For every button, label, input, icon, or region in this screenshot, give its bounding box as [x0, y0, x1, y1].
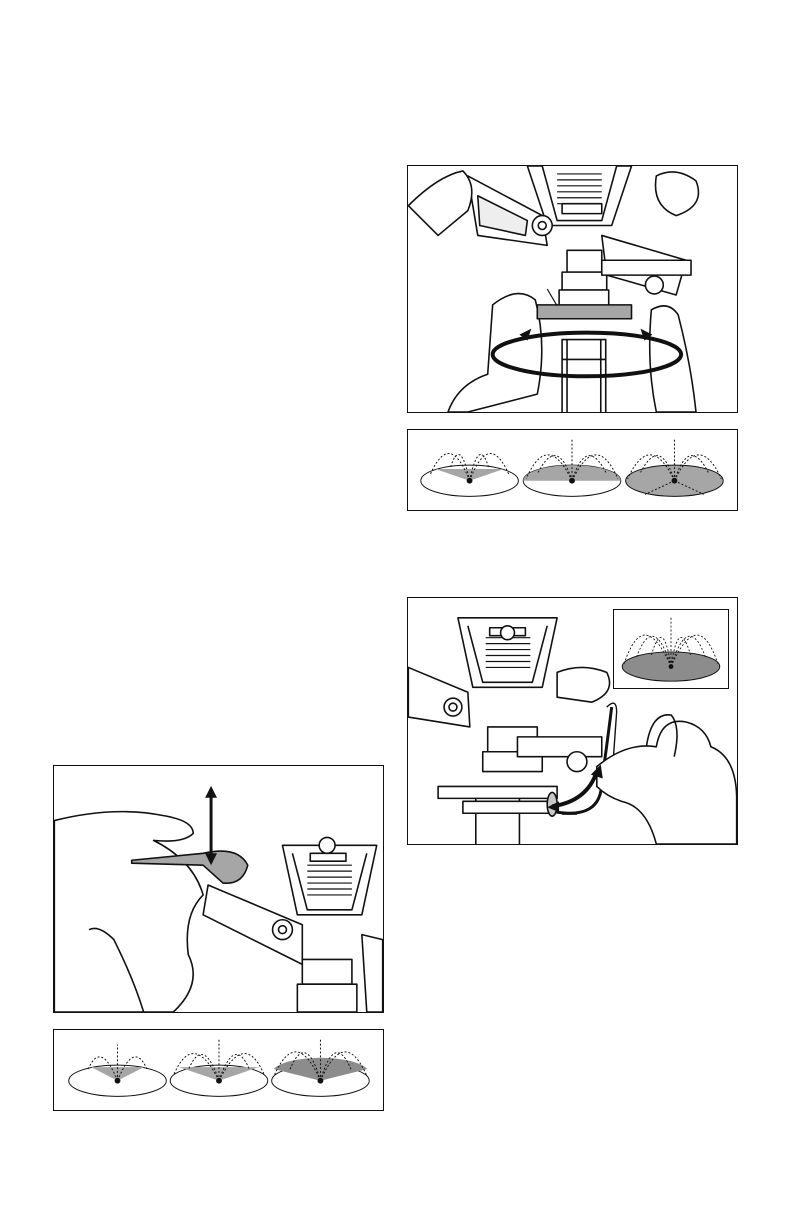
distance-pattern-illustration — [54, 1030, 383, 1110]
spray-pattern-icon — [626, 440, 724, 497]
spray-pattern-icon — [421, 454, 519, 497]
spray-pattern-icon — [614, 610, 728, 688]
spray-pattern-icon — [523, 440, 621, 497]
distance-pattern-strip — [53, 1029, 384, 1111]
spray-pattern-icon — [69, 1045, 167, 1097]
arc-collar-icon — [537, 305, 631, 319]
sprinkler-head-icon — [468, 166, 699, 315]
hand-icon — [597, 715, 737, 844]
arc-adjustment-illustration — [408, 166, 737, 412]
deflector-adjustment-illustration — [54, 766, 383, 1012]
arc-pattern-strip — [407, 429, 738, 511]
arc-pattern-illustration — [408, 430, 737, 510]
deflector-adjustment-figure — [53, 765, 384, 1013]
full-circle-adjustment-figure — [407, 597, 738, 845]
sprinkler-head-icon — [408, 618, 609, 772]
pipe-icon — [438, 786, 557, 844]
hand-icon — [54, 812, 203, 1012]
arc-adjustment-figure — [407, 165, 738, 413]
full-circle-pattern-inset — [613, 609, 729, 689]
spray-pattern-icon — [170, 1040, 268, 1097]
spray-pattern-icon — [272, 1038, 370, 1097]
